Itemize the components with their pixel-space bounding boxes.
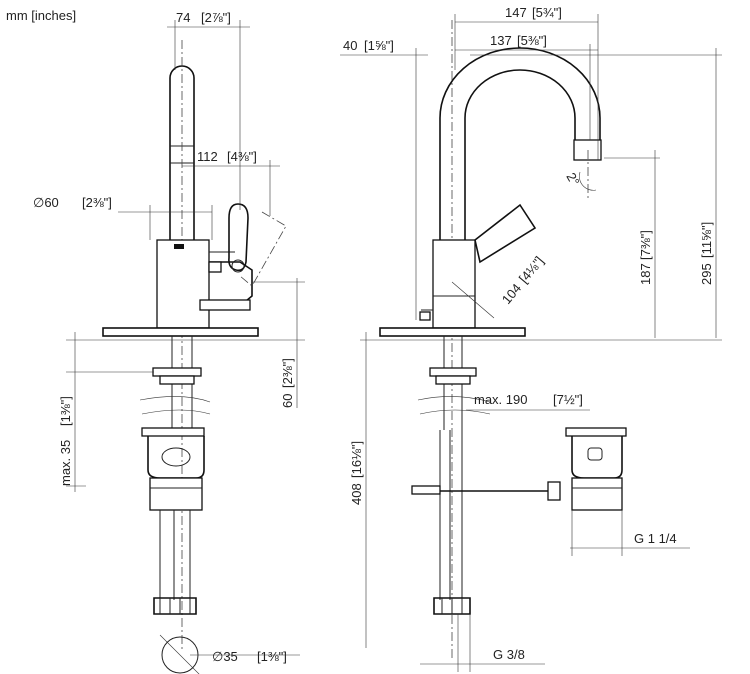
dim-dia60: ∅60 <box>33 195 59 210</box>
dim-104-inch: [4⅛"] <box>516 253 547 286</box>
dim-137: 137 <box>490 33 512 48</box>
dim-112-inch: [4⅜"] <box>227 149 257 164</box>
right-view: 147 [5¾"] 137 [5⅜"] 40 [1⅝"] 2° 187 [7⅜"… <box>340 5 722 672</box>
dim-max35: max. 35 <box>58 440 73 486</box>
left-spout <box>169 40 195 650</box>
right-dimension-lines <box>340 14 722 672</box>
dim-max35-inch: [1⅜"] <box>58 396 73 426</box>
dim-112: 112 <box>197 149 218 164</box>
dim-40: 40 <box>343 38 357 53</box>
right-deck-plate <box>379 327 526 337</box>
left-dimension-texts: 74 [2⅞"] 112 [4⅜"] ∅60 [2⅜"] 60 [2⅜"] ma… <box>33 10 295 664</box>
thread-g-1-1-4: G 1 1/4 <box>634 531 677 546</box>
dim-max190: max. 190 <box>474 392 527 407</box>
dim-104: 104 <box>499 281 524 307</box>
dim-74: 74 <box>176 10 190 25</box>
dim-137-inch: [5⅜"] <box>517 33 547 48</box>
dim-74-inch: [2⅞"] <box>201 10 231 25</box>
dim-147-inch: [5¾"] <box>532 5 562 20</box>
left-view: 74 [2⅞"] 112 [4⅜"] ∅60 [2⅜"] 60 [2⅜"] ma… <box>33 10 305 674</box>
left-lever <box>228 203 287 287</box>
dim-187-inch: [7⅜"] <box>638 230 653 260</box>
dim-408-inch: [16⅛"] <box>349 441 364 478</box>
thread-g-3-8: G 3/8 <box>493 647 525 662</box>
left-dimension-lines <box>66 20 305 656</box>
dim-60: 60 <box>280 394 295 408</box>
dim-295: 295 <box>699 263 714 285</box>
units-note: mm [inches] <box>6 8 76 23</box>
dim-dia35-inch: [1⅜"] <box>257 649 287 664</box>
dim-40-inch: [1⅝"] <box>364 38 394 53</box>
dim-max190-inch: [7½"] <box>553 392 583 407</box>
left-underdeck <box>139 336 211 674</box>
dim-295-inch: [11⅝"] <box>699 222 714 258</box>
dim-408: 408 <box>349 483 364 505</box>
dim-dia60-inch: [2⅜"] <box>82 195 112 210</box>
dim-147: 147 <box>505 5 527 20</box>
dim-60-inch: [2⅜"] <box>280 358 295 388</box>
dim-187: 187 <box>638 263 653 285</box>
left-deck-plate <box>102 327 259 337</box>
right-body <box>419 203 537 329</box>
dim-dia35: ∅35 <box>212 649 238 664</box>
left-body <box>156 239 253 329</box>
right-underdeck <box>411 336 627 615</box>
